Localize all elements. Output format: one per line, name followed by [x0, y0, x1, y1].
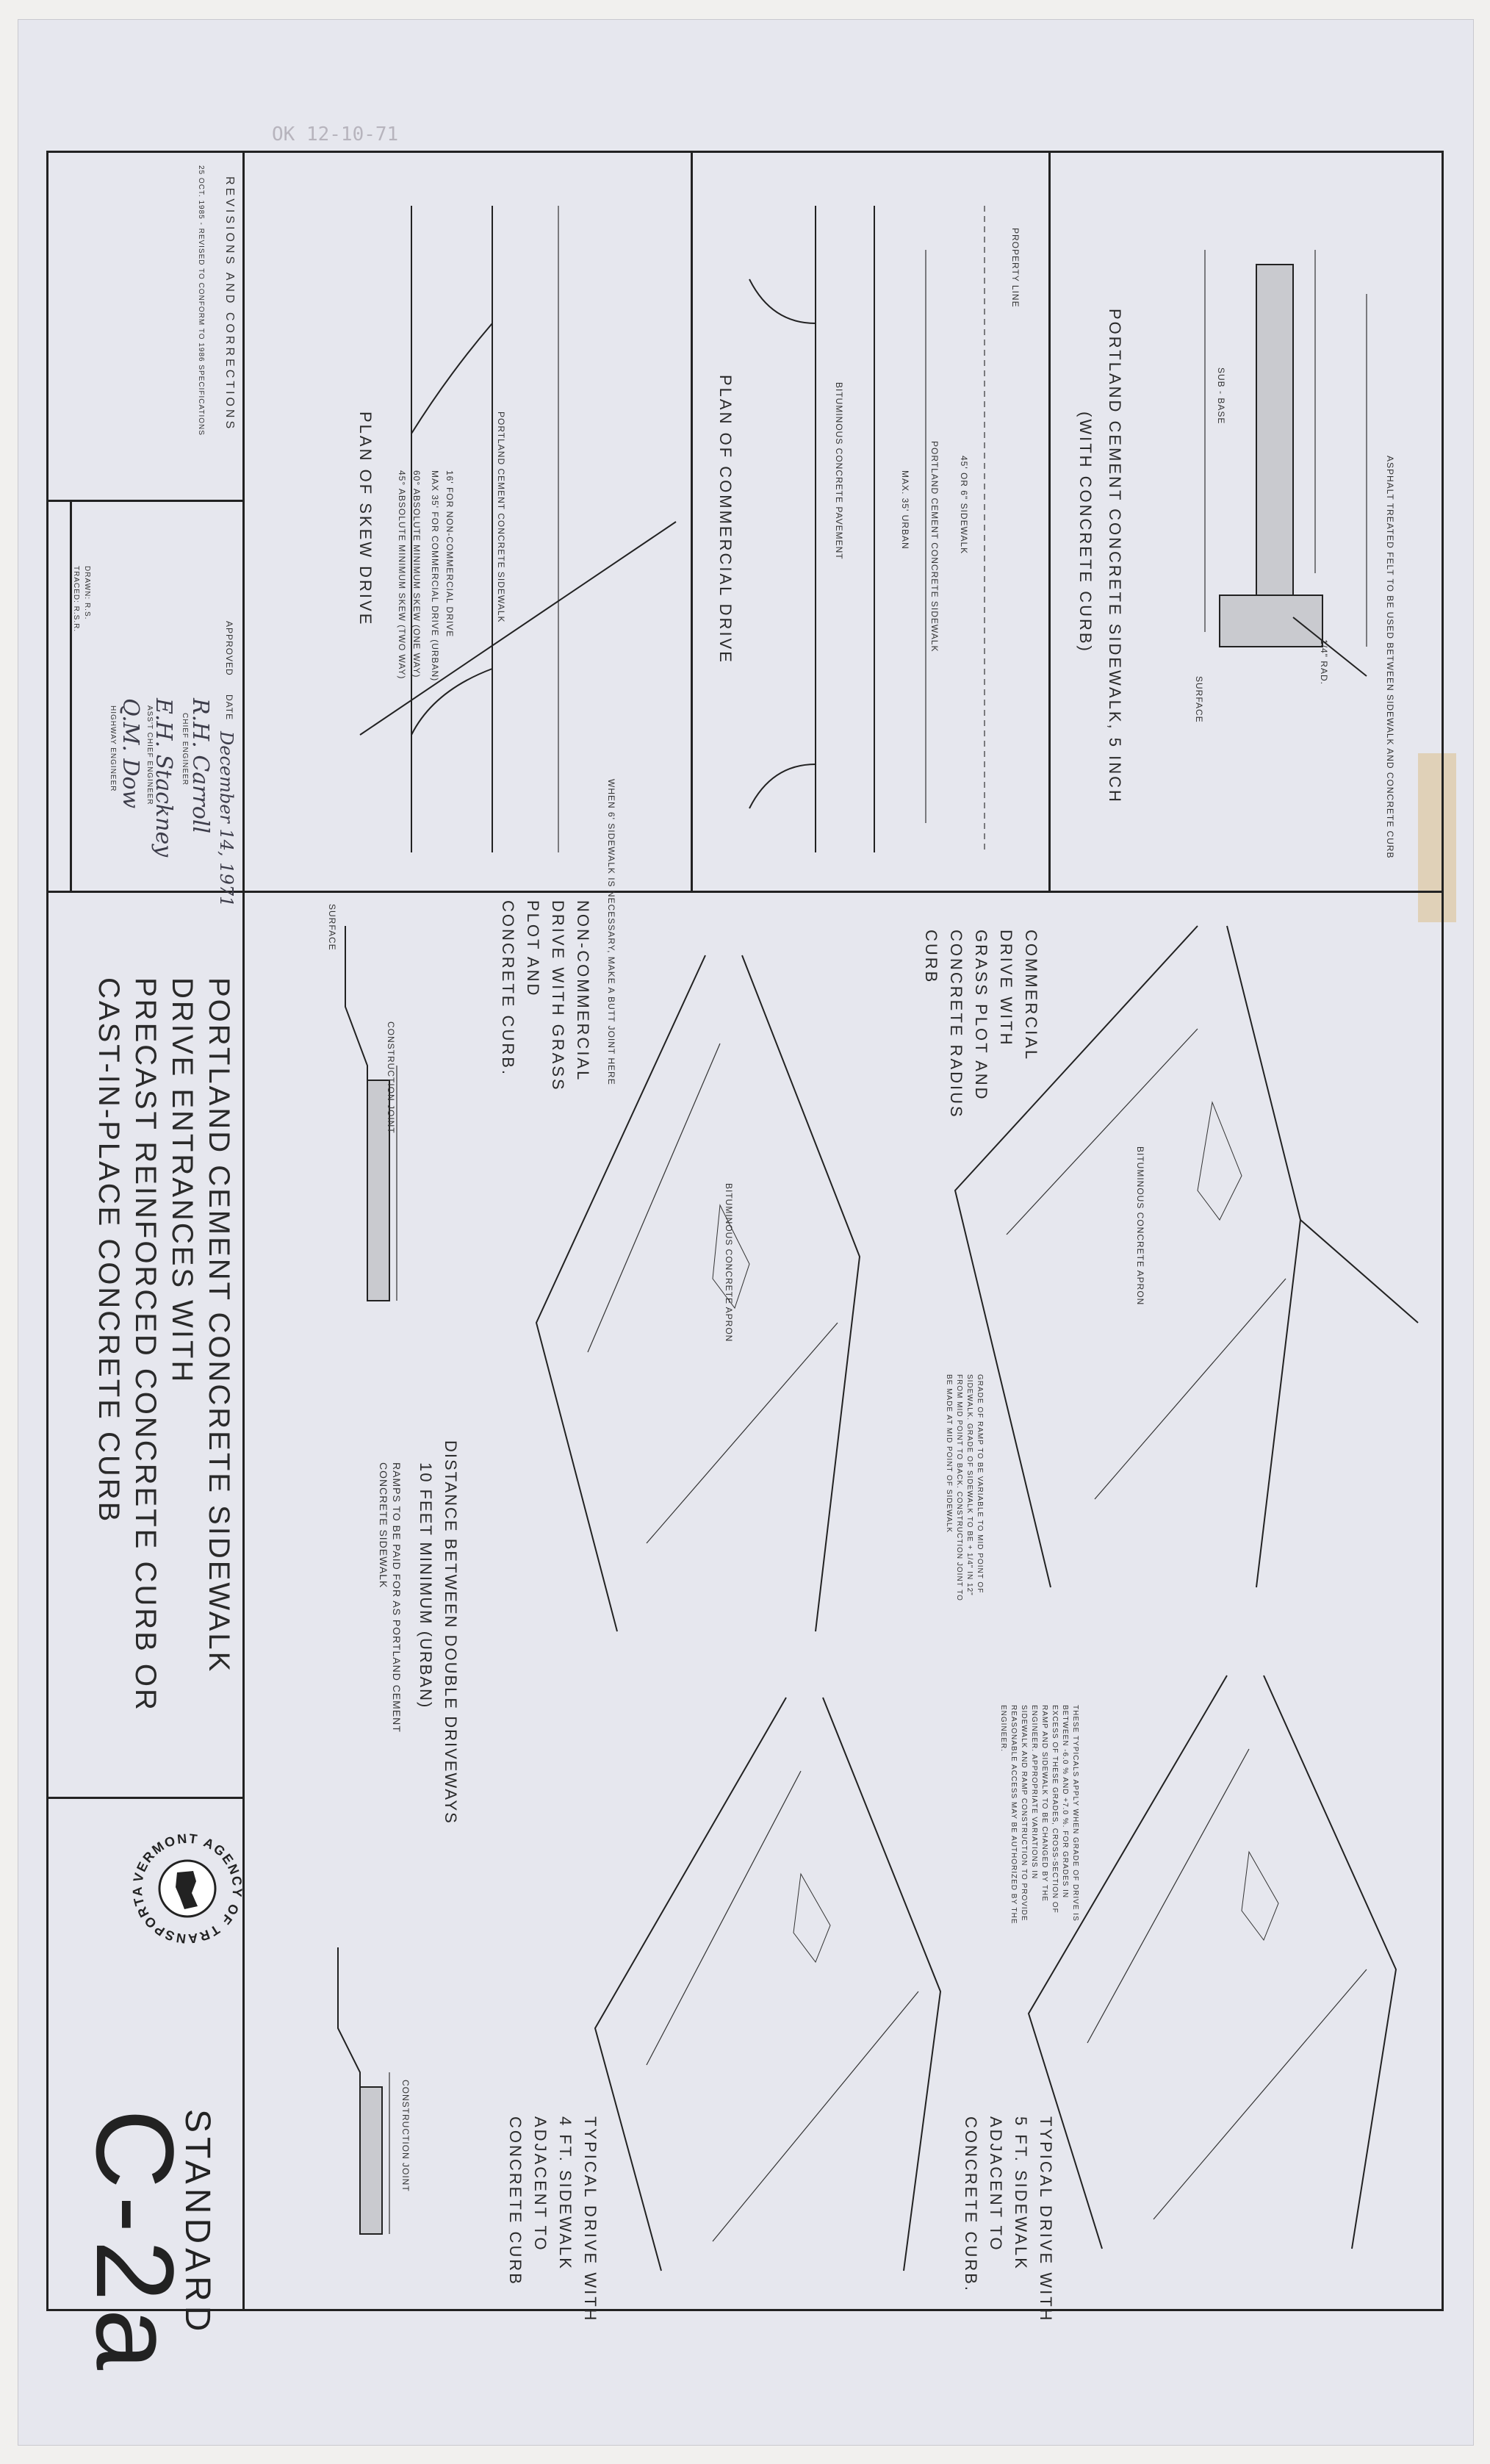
revisions-title: REVISIONS AND CORRECTIONS	[223, 176, 236, 432]
typical-4ft-title: TYPICAL DRIVE WITH 4 FT. SIDEWALK ADJACE…	[506, 2116, 600, 2323]
commercial-plan-sidewalk: 45' OR 6" SIDEWALK	[959, 456, 969, 555]
signature-2-role: ASS'T CHIEF ENGINEER	[145, 705, 154, 805]
small-section-1	[345, 926, 397, 1301]
drawing-number: C-2a	[73, 2109, 197, 2378]
small-section-construction-2: CONSTRUCTION JOINT	[400, 2080, 411, 2192]
typical-4ft-drawing	[594, 1697, 942, 2271]
signature-1-role: CHIEF ENGINEER	[181, 713, 189, 786]
small-section-surface: SURFACE	[327, 904, 337, 951]
commercial-plan-pc-sidewalk: PORTLAND CEMENT CONCRETE SIDEWALK	[929, 441, 940, 653]
noncommercial-apron: BITUMINOUS CONCRETE APRON	[724, 1183, 734, 1343]
divider-upper-2	[1048, 151, 1051, 893]
divider-title-strip	[242, 151, 245, 2311]
divider-seal	[46, 1797, 245, 1799]
typical-5ft-title: TYPICAL DRIVE WITH 5 FT. SIDEWALK ADJACE…	[962, 2116, 1055, 2323]
skew-plan-60: 60° ABSOLUTE MINIMUM SKEW (ONE WAY)	[411, 470, 422, 678]
traced-by: TRACED: R.S.R.	[72, 566, 80, 633]
sidewalk-5in-title: PORTLAND CEMENT CONCRETE SIDEWALK, 5 INC…	[1106, 309, 1124, 804]
commercial-plan-drawing	[749, 206, 985, 852]
commercial-plan-max: MAX. 35' URBAN	[900, 470, 910, 550]
small-section-2	[337, 1947, 390, 2235]
small-section-construction: CONSTRUCTION JOINT	[386, 1021, 396, 1134]
typical-5ft-note: THESE TYPICALS APPLY WHEN GRADE OF DRIVE…	[999, 1705, 1079, 1925]
drawing-sheet	[18, 19, 1474, 2446]
commercial-grass-drawing	[954, 925, 1419, 1588]
sidewalk-rad-label: 1/4" RAD.	[1319, 639, 1329, 685]
date-value: December 14, 1971	[216, 731, 237, 908]
sidewalk-subbase-label: SUB - BASE	[1216, 367, 1226, 425]
title-line-3: PRECAST REINFORCED CONCRETE CURB OR	[129, 977, 162, 1712]
commercial-plan-pavement: BITUMINOUS CONCRETE PAVEMENT	[834, 382, 844, 560]
ramps-note-2: CONCRETE SIDEWALK	[378, 1462, 389, 1589]
divider-mid	[46, 891, 1444, 893]
skew-plan-drawing	[359, 206, 677, 852]
divider-drawn	[70, 500, 72, 891]
approved-label: APPROVED	[224, 621, 234, 676]
commercial-grass-apron: BITUMINOUS CONCRETE APRON	[1135, 1146, 1145, 1306]
commercial-grass-note: GRADE OF RAMP TO BE VARIABLE TO MID POIN…	[945, 1374, 984, 1601]
title-line-2: DRIVE ENTRANCES WITH	[166, 977, 198, 1384]
commercial-grass-title: COMMERCIAL DRIVE WITH GRASS PLOT AND CON…	[922, 930, 1040, 1119]
skew-plan-sidewalk: PORTLAND CEMENT CONCRETE SIDEWALK	[496, 412, 506, 623]
pencil-note: OK 12-10-71	[272, 123, 399, 146]
skew-plan-45: 45° ABSOLUTE MINIMUM SKEW (TWO WAY)	[397, 470, 407, 680]
date-label: DATE	[224, 694, 234, 721]
sidewalk-5in-subtitle: (WITH CONCRETE CURB)	[1076, 412, 1095, 653]
sidewalk-surface-label: SURFACE	[1194, 676, 1204, 723]
noncommercial-grass-title: NON-COMMERCIAL DRIVE WITH GRASS PLOT AND…	[499, 900, 592, 1092]
commercial-plan-property-line: PROPERTY LINE	[1010, 228, 1021, 308]
drawing-border	[46, 151, 1444, 2311]
divider-upper-1	[691, 151, 693, 893]
revision-entry: 25 OCT. 1985 - REVISED TO CONFORM TO 198…	[197, 165, 205, 436]
agency-seal: VERMONT AGENCY OF TRANSPORTATION	[129, 1830, 243, 1946]
divider-revisions	[46, 500, 245, 502]
signature-1: R.H. Carroll	[187, 698, 213, 834]
sidewalk-5in-drawing	[1204, 250, 1367, 677]
skew-plan-noncommercial: 16' FOR NON-COMMERCIAL DRIVE	[445, 470, 455, 638]
title-line-4: CAST-IN-PLACE CONCRETE CURB	[93, 977, 125, 1524]
double-driveways-note-1: DISTANCE BETWEEN DOUBLE DRIVEWAYS	[442, 1440, 460, 1825]
skew-plan-title: PLAN OF SKEW DRIVE	[356, 412, 375, 627]
ramps-note-1: RAMPS TO BE PAID FOR AS PORTLAND CEMENT	[391, 1462, 403, 1733]
drawn-by: DRAWN: R.S.	[83, 566, 91, 620]
double-driveways-note-2: 10 FEET MINIMUM (URBAN)	[417, 1462, 435, 1709]
title-line-1: PORTLAND CEMENT CONCRETE SIDEWALK	[203, 977, 235, 1674]
typical-5ft-drawing	[1027, 1675, 1397, 2249]
signature-2: E.H. Stackney	[151, 698, 176, 858]
skew-plan-commercial: MAX 35' FOR COMMERCIAL DRIVE (URBAN)	[430, 470, 440, 682]
commercial-plan-title: PLAN OF COMMERCIAL DRIVE	[716, 375, 735, 664]
tape-strip	[1418, 753, 1456, 922]
noncommercial-grass-drawing	[535, 955, 861, 1632]
sidewalk-felt-label: ASPHALT TREATED FELT TO BE USED BETWEEN …	[1385, 456, 1395, 859]
signature-3: Q.M. Dow	[118, 698, 143, 809]
signature-3-role: HIGHWAY ENGINEER	[109, 705, 117, 792]
